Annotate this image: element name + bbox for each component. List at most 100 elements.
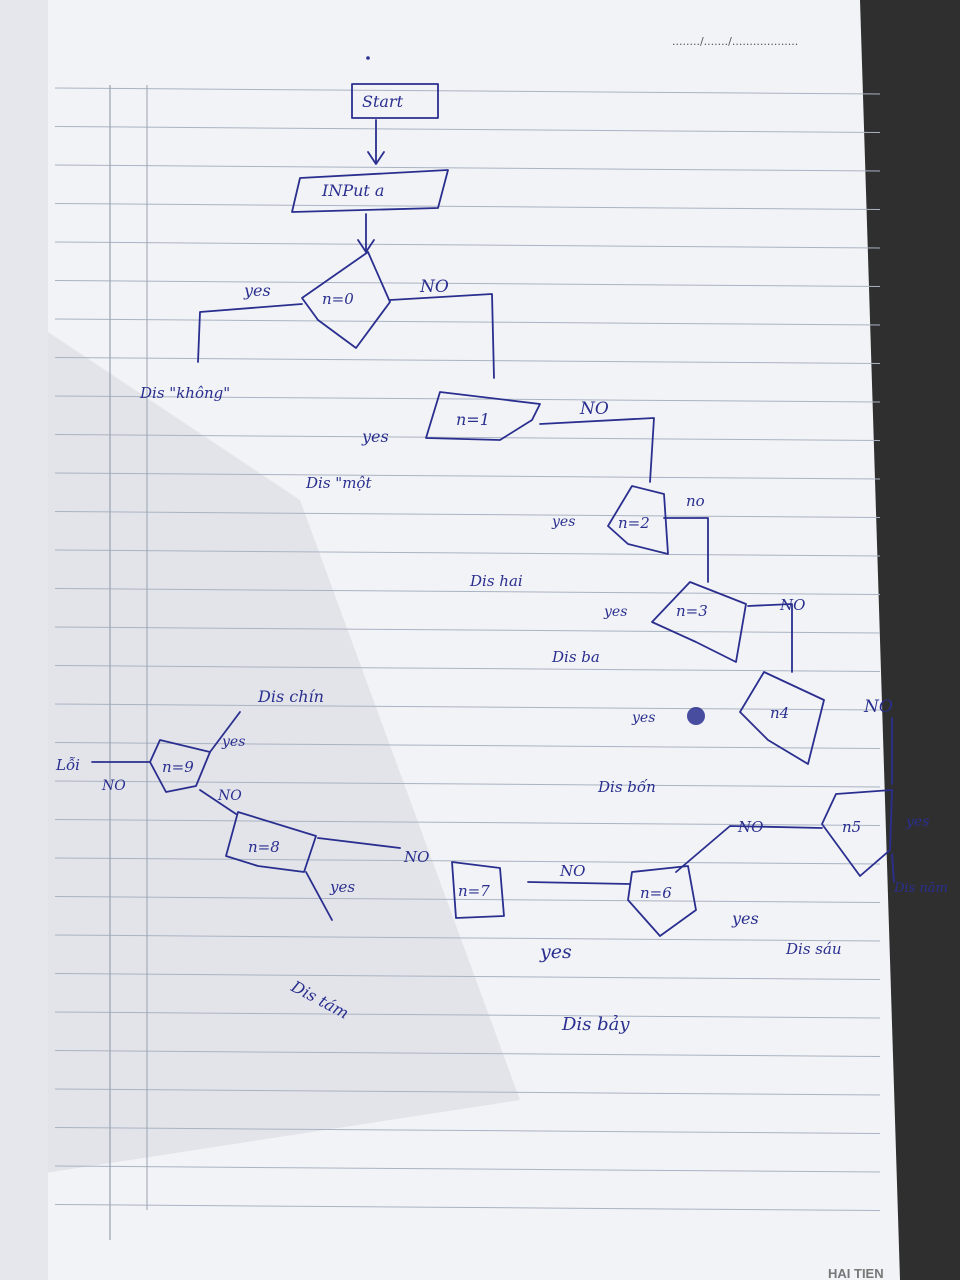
ruled-line	[54, 1165, 881, 1173]
decision-n3	[651, 581, 747, 663]
decision-n2-label: n=2	[618, 514, 650, 532]
start-label: Start	[362, 92, 404, 111]
yes-label-n1: yes	[361, 427, 389, 446]
scribble-mark	[687, 707, 705, 725]
ruled-line	[54, 1127, 881, 1134]
output-n1: Dis "một	[305, 474, 372, 492]
yes-label-n2: yes	[551, 514, 575, 530]
ruled-line	[54, 780, 881, 788]
decision-n5-label: n5	[842, 818, 861, 836]
ruled-line	[54, 626, 881, 634]
yes-label-n8: yes	[329, 878, 355, 896]
ruled-line	[54, 87, 881, 95]
ruled-line	[54, 1204, 881, 1211]
ruled-line	[54, 1011, 881, 1019]
output-n9: Dis chín	[257, 687, 324, 706]
no-label-n8: NO	[217, 788, 242, 804]
decision-n5	[821, 789, 893, 877]
ruled-line	[54, 1050, 881, 1057]
output-n5: Dis năm	[893, 881, 948, 896]
ruled-line	[54, 549, 881, 557]
left-page-strip	[0, 0, 48, 1280]
yes-label-n4: yes	[631, 710, 655, 726]
yes-branch-n9	[209, 711, 241, 753]
ink-dot	[366, 56, 370, 60]
output-n4: Dis bốn	[597, 778, 656, 796]
ruled-line	[54, 896, 881, 903]
output-n3: Dis ba	[551, 648, 600, 666]
no-label-n0: NO	[419, 277, 449, 297]
ruled-line	[54, 318, 881, 326]
ruled-line	[54, 934, 881, 942]
no-branch-n6	[527, 881, 631, 885]
decision-n0-label: n=0	[322, 290, 354, 308]
ruled-line	[54, 472, 881, 480]
input-shape	[291, 169, 449, 213]
no-label-n6: NO	[559, 862, 585, 880]
yes-label-n0: yes	[243, 281, 271, 300]
yes-branch-n5	[891, 853, 895, 883]
no-label-n4: NO	[863, 697, 893, 717]
decision-n1	[425, 391, 541, 441]
ruled-line	[54, 742, 881, 749]
ruled-line	[54, 665, 881, 672]
no-label-n3: NO	[779, 596, 805, 614]
output-n6: Dis sáu	[785, 940, 842, 958]
ruled-lines	[54, 87, 881, 1211]
no-branch-n3	[747, 603, 793, 673]
ruled-line	[54, 126, 881, 133]
no-branch-n0	[389, 293, 495, 379]
ruled-line	[54, 164, 881, 172]
decision-n9-label: n=9	[162, 758, 194, 776]
arrow-head	[367, 151, 385, 165]
ruled-line	[54, 434, 881, 441]
ruled-line	[54, 395, 881, 403]
yes-label-n5: yes	[905, 814, 929, 830]
no-label-n5: NO	[737, 818, 763, 836]
brand-footer: HAI TIEN	[828, 1266, 884, 1280]
input-label: INPut a	[321, 181, 384, 200]
no-branch-n1	[539, 417, 655, 483]
decision-n6	[627, 865, 697, 937]
output-n2: Dis hai	[469, 572, 523, 590]
ruled-line	[54, 241, 881, 249]
ruled-line	[54, 588, 881, 595]
output-n7: Dis bảy	[561, 1014, 630, 1035]
no-label-n9: NO	[101, 778, 126, 794]
yes-label-n7: yes	[539, 941, 572, 963]
yes-branch-n8	[305, 871, 333, 921]
decision-n7	[451, 861, 505, 919]
output-n0: Dis "không"	[139, 384, 230, 402]
decision-n8	[225, 811, 317, 873]
decision-n9	[149, 739, 211, 793]
ruled-line	[54, 857, 881, 865]
decision-n0	[301, 251, 391, 349]
date-placeholder: ......../......./...................	[672, 35, 798, 48]
decision-n2	[607, 485, 669, 555]
arrow-head	[357, 239, 375, 253]
no-branch-n8	[199, 789, 237, 815]
error-output: Lỗi	[55, 756, 80, 774]
decision-n8-label: n=8	[248, 838, 280, 856]
start-box	[351, 83, 439, 119]
ruled-line	[54, 819, 881, 826]
ruled-line	[54, 357, 881, 364]
yes-label-n6: yes	[731, 909, 759, 928]
no-branch-n5	[675, 825, 823, 873]
yes-label-n9: yes	[221, 734, 245, 750]
decision-n1-label: n=1	[456, 410, 490, 429]
ruled-line	[54, 973, 881, 980]
decision-n4	[739, 671, 825, 765]
decision-n4-label: n4	[770, 704, 789, 722]
no-branch-n2	[663, 517, 709, 583]
page-edge-shadow	[860, 0, 960, 1280]
no-label-n1: NO	[579, 399, 609, 419]
yes-label-n3: yes	[603, 604, 627, 620]
ruled-line	[54, 203, 881, 210]
ruled-line	[54, 511, 881, 518]
hand-shadow	[0, 300, 520, 1180]
no-branch-n7	[317, 837, 401, 849]
decision-n3-label: n=3	[676, 602, 708, 620]
ruled-line	[54, 1088, 881, 1096]
